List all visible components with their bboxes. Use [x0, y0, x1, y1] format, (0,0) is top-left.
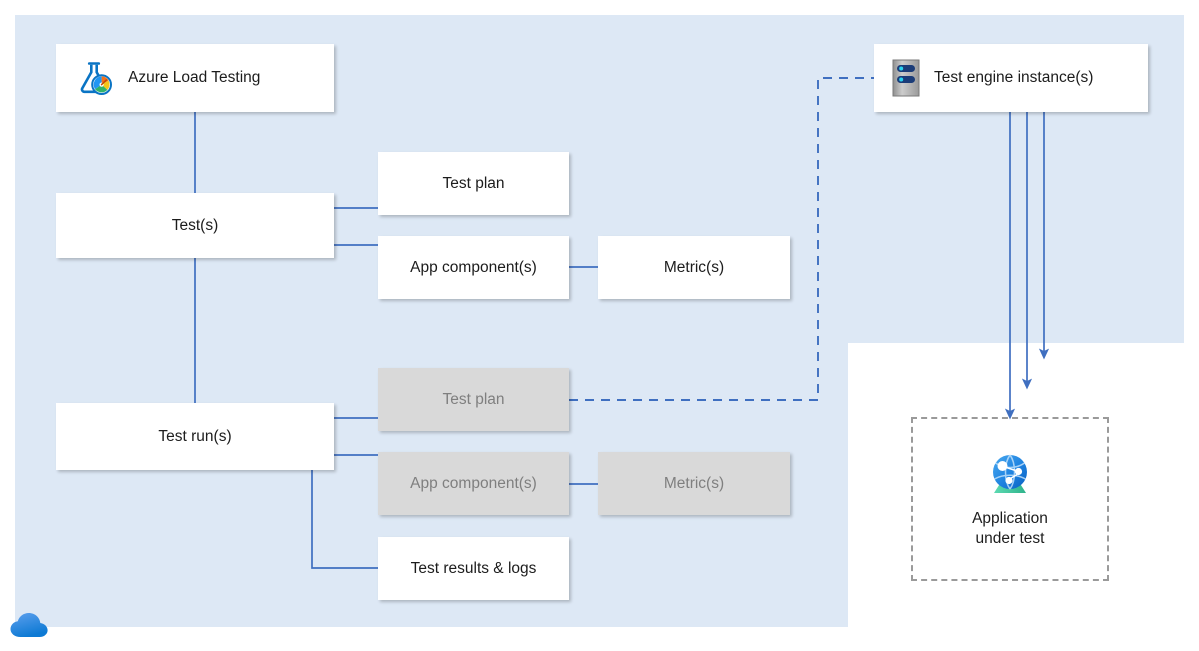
- node-label: Test plan: [442, 390, 505, 408]
- node-test-plan[interactable]: Test plan: [378, 152, 569, 215]
- server-icon: [892, 59, 920, 97]
- node-label: App component(s): [410, 474, 537, 492]
- node-application-under-test[interactable]: Application under test: [911, 417, 1109, 581]
- node-label: Metric(s): [663, 258, 725, 276]
- aut-label-line1: Application: [972, 509, 1048, 527]
- node-metrics[interactable]: Metric(s): [598, 236, 790, 299]
- node-test-results-logs[interactable]: Test results & logs: [378, 537, 569, 600]
- node-label: Azure Load Testing: [128, 69, 261, 87]
- node-label: Metric(s): [663, 474, 725, 492]
- node-azure-load-testing[interactable]: Azure Load Testing: [56, 44, 334, 112]
- globe-app-icon: [984, 449, 1036, 499]
- node-label: Test plan: [442, 174, 505, 192]
- node-label: Test results & logs: [410, 559, 537, 577]
- node-app-components[interactable]: App component(s): [378, 236, 569, 299]
- aut-label-line2: under test: [975, 530, 1045, 547]
- node-test-plan-run[interactable]: Test plan: [378, 368, 569, 431]
- node-test-runs[interactable]: Test run(s): [56, 403, 334, 470]
- cloud-icon: [8, 608, 52, 640]
- node-label: Test engine instance(s): [934, 69, 1094, 87]
- azure-load-testing-icon: [74, 58, 114, 98]
- node-label: Test(s): [171, 216, 219, 234]
- application-under-test-label: Application under test: [972, 509, 1048, 549]
- node-test-engine-instances[interactable]: Test engine instance(s): [874, 44, 1148, 112]
- node-label: Test run(s): [158, 427, 232, 445]
- node-tests[interactable]: Test(s): [56, 193, 334, 258]
- node-metrics-run[interactable]: Metric(s): [598, 452, 790, 515]
- node-app-components-run[interactable]: App component(s): [378, 452, 569, 515]
- node-label: App component(s): [410, 258, 537, 276]
- application-region: [848, 343, 1199, 651]
